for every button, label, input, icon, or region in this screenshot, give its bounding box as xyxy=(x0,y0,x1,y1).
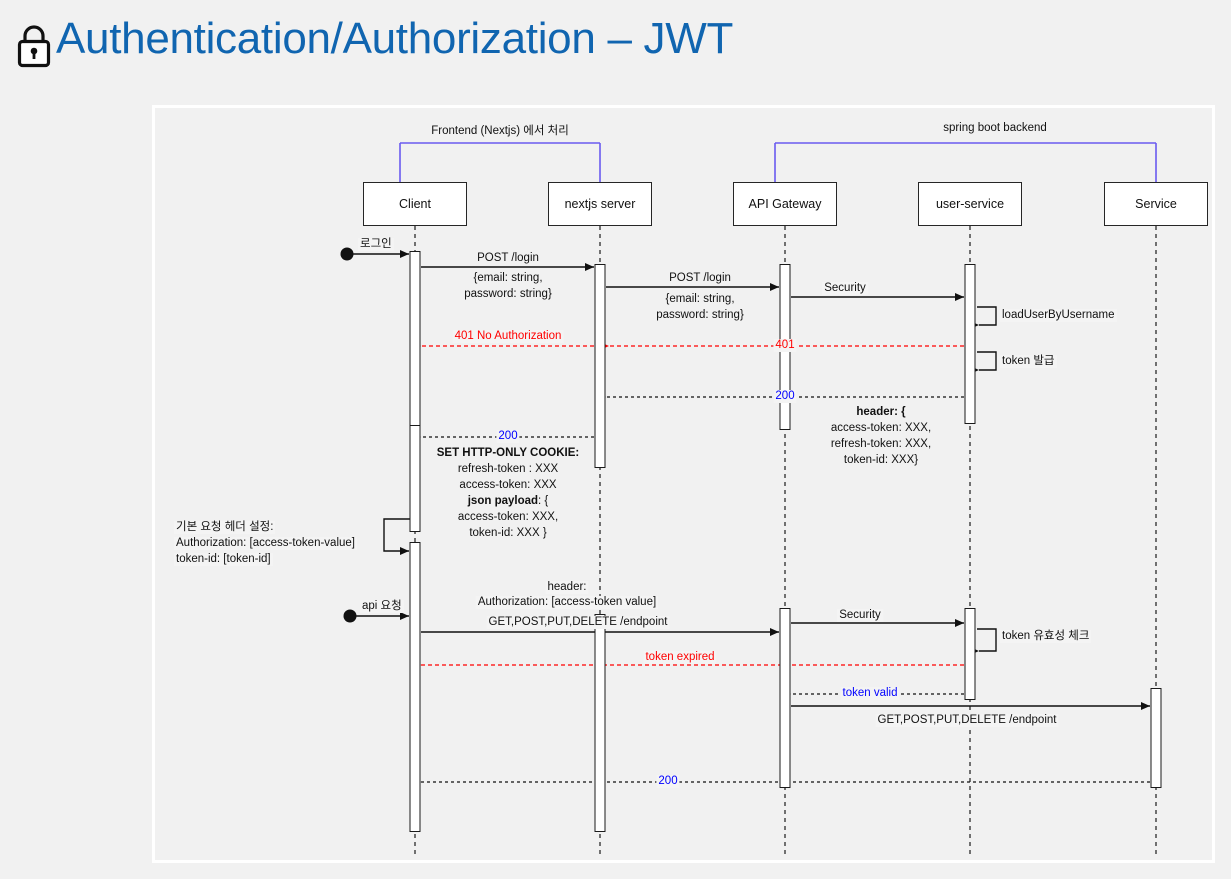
label-cookie-access: access-token: XXX xyxy=(459,479,557,491)
participant-label: user-service xyxy=(935,197,1005,211)
activation-user-service-2 xyxy=(964,608,976,700)
page-title: Authentication/Authorization – JWT xyxy=(56,14,734,63)
label-endpoint-2: GET,POST,PUT,DELETE /endpoint xyxy=(875,714,1059,727)
label-header-refresh: refresh-token: XXX, xyxy=(830,438,932,450)
label-payload-tokenid: token-id: XXX } xyxy=(469,527,547,539)
label-200-a: 200 xyxy=(773,390,797,403)
label-set-cookie: SET HTTP-ONLY COOKIE: xyxy=(436,447,580,459)
label-endpoint-1: GET,POST,PUT,DELETE /endpoint xyxy=(486,616,670,629)
label-token-check: token 유효성 체크 xyxy=(1000,630,1092,643)
label-payload-access: access-token: XXX, xyxy=(457,511,559,523)
participant-label: nextjs server xyxy=(564,197,636,211)
label-header-access: access-token: XXX, xyxy=(830,422,932,434)
arrow-set-default-header-self xyxy=(383,518,413,555)
group-label-backend: spring boot backend xyxy=(943,122,1047,134)
label-post-login-body-1a: {email: string, xyxy=(473,272,543,284)
participant-user-service[interactable]: user-service xyxy=(918,182,1022,226)
participant-label: Client xyxy=(399,197,431,211)
label-header-tokenid: token-id: XXX} xyxy=(843,454,919,466)
label-401: 401 xyxy=(773,339,797,352)
label-security-1: Security xyxy=(822,282,868,295)
participant-label: API Gateway xyxy=(748,197,822,211)
group-bracket-backend xyxy=(774,142,1157,182)
participant-label: Service xyxy=(1135,197,1177,211)
label-post-login-1: POST /login xyxy=(477,252,539,264)
label-post-login-body-2b: password: string} xyxy=(656,309,744,321)
actor-start-api xyxy=(343,609,357,623)
label-token-issue: token 발급 xyxy=(1000,355,1057,368)
label-security-2: Security xyxy=(837,609,883,622)
arrow-token-check-self xyxy=(970,628,997,655)
activation-nextjs-2 xyxy=(594,614,606,832)
label-post-login-body-2a: {email: string, xyxy=(665,293,735,305)
group-label-frontend: Frontend (Nextjs) 에서 처리 xyxy=(431,125,569,137)
activation-user-service-1 xyxy=(964,264,976,424)
note-default-header-2: Authorization: [access-token-value] xyxy=(174,537,357,550)
activation-client-3 xyxy=(409,542,421,832)
arrow-load-user-self xyxy=(970,306,997,329)
label-200-b: 200 xyxy=(496,430,520,443)
group-bracket-frontend xyxy=(399,142,601,182)
participant-service[interactable]: Service xyxy=(1104,182,1208,226)
label-json-payload: json payload xyxy=(467,495,539,507)
activation-gateway-2 xyxy=(779,608,791,788)
label-login: 로그인 xyxy=(358,238,394,251)
label-api-request: api 요청 xyxy=(360,600,404,613)
label-header-open: header: { xyxy=(856,406,906,418)
arrow-token-issue-self xyxy=(970,351,997,374)
label-401-message: 401 No Authorization xyxy=(452,330,564,343)
label-req-header: header: xyxy=(545,581,589,594)
activation-client-2 xyxy=(409,425,421,532)
title-bar: Authentication/Authorization – JWT xyxy=(0,0,1231,100)
note-default-header-3: token-id: [token-id] xyxy=(174,553,273,566)
activation-client-1 xyxy=(409,251,421,439)
label-load-user: loadUserByUsername xyxy=(1000,309,1117,322)
label-json-payload-line: json payload: { xyxy=(468,495,549,508)
activation-nextjs-1 xyxy=(594,264,606,468)
participant-client[interactable]: Client xyxy=(363,182,467,226)
lock-icon xyxy=(17,25,51,68)
participant-api-gateway[interactable]: API Gateway xyxy=(733,182,837,226)
actor-start-login xyxy=(340,247,354,261)
label-200-c: 200 xyxy=(656,775,680,788)
diagram-frame xyxy=(152,105,1215,863)
label-req-auth: Authorization: [access-token value] xyxy=(475,596,659,609)
note-default-header-1: 기본 요청 헤더 설정: xyxy=(174,521,276,534)
label-post-login-body-1b: password: string} xyxy=(464,288,552,300)
label-cookie-refresh: refresh-token : XXX xyxy=(457,463,559,475)
label-token-expired: token expired xyxy=(643,651,717,664)
label-post-login-2: POST /login xyxy=(669,272,731,284)
label-token-valid: token valid xyxy=(840,687,900,700)
participant-nextjs-server[interactable]: nextjs server xyxy=(548,182,652,226)
activation-service-1 xyxy=(1150,688,1162,788)
label-json-payload-open: : { xyxy=(538,495,549,507)
